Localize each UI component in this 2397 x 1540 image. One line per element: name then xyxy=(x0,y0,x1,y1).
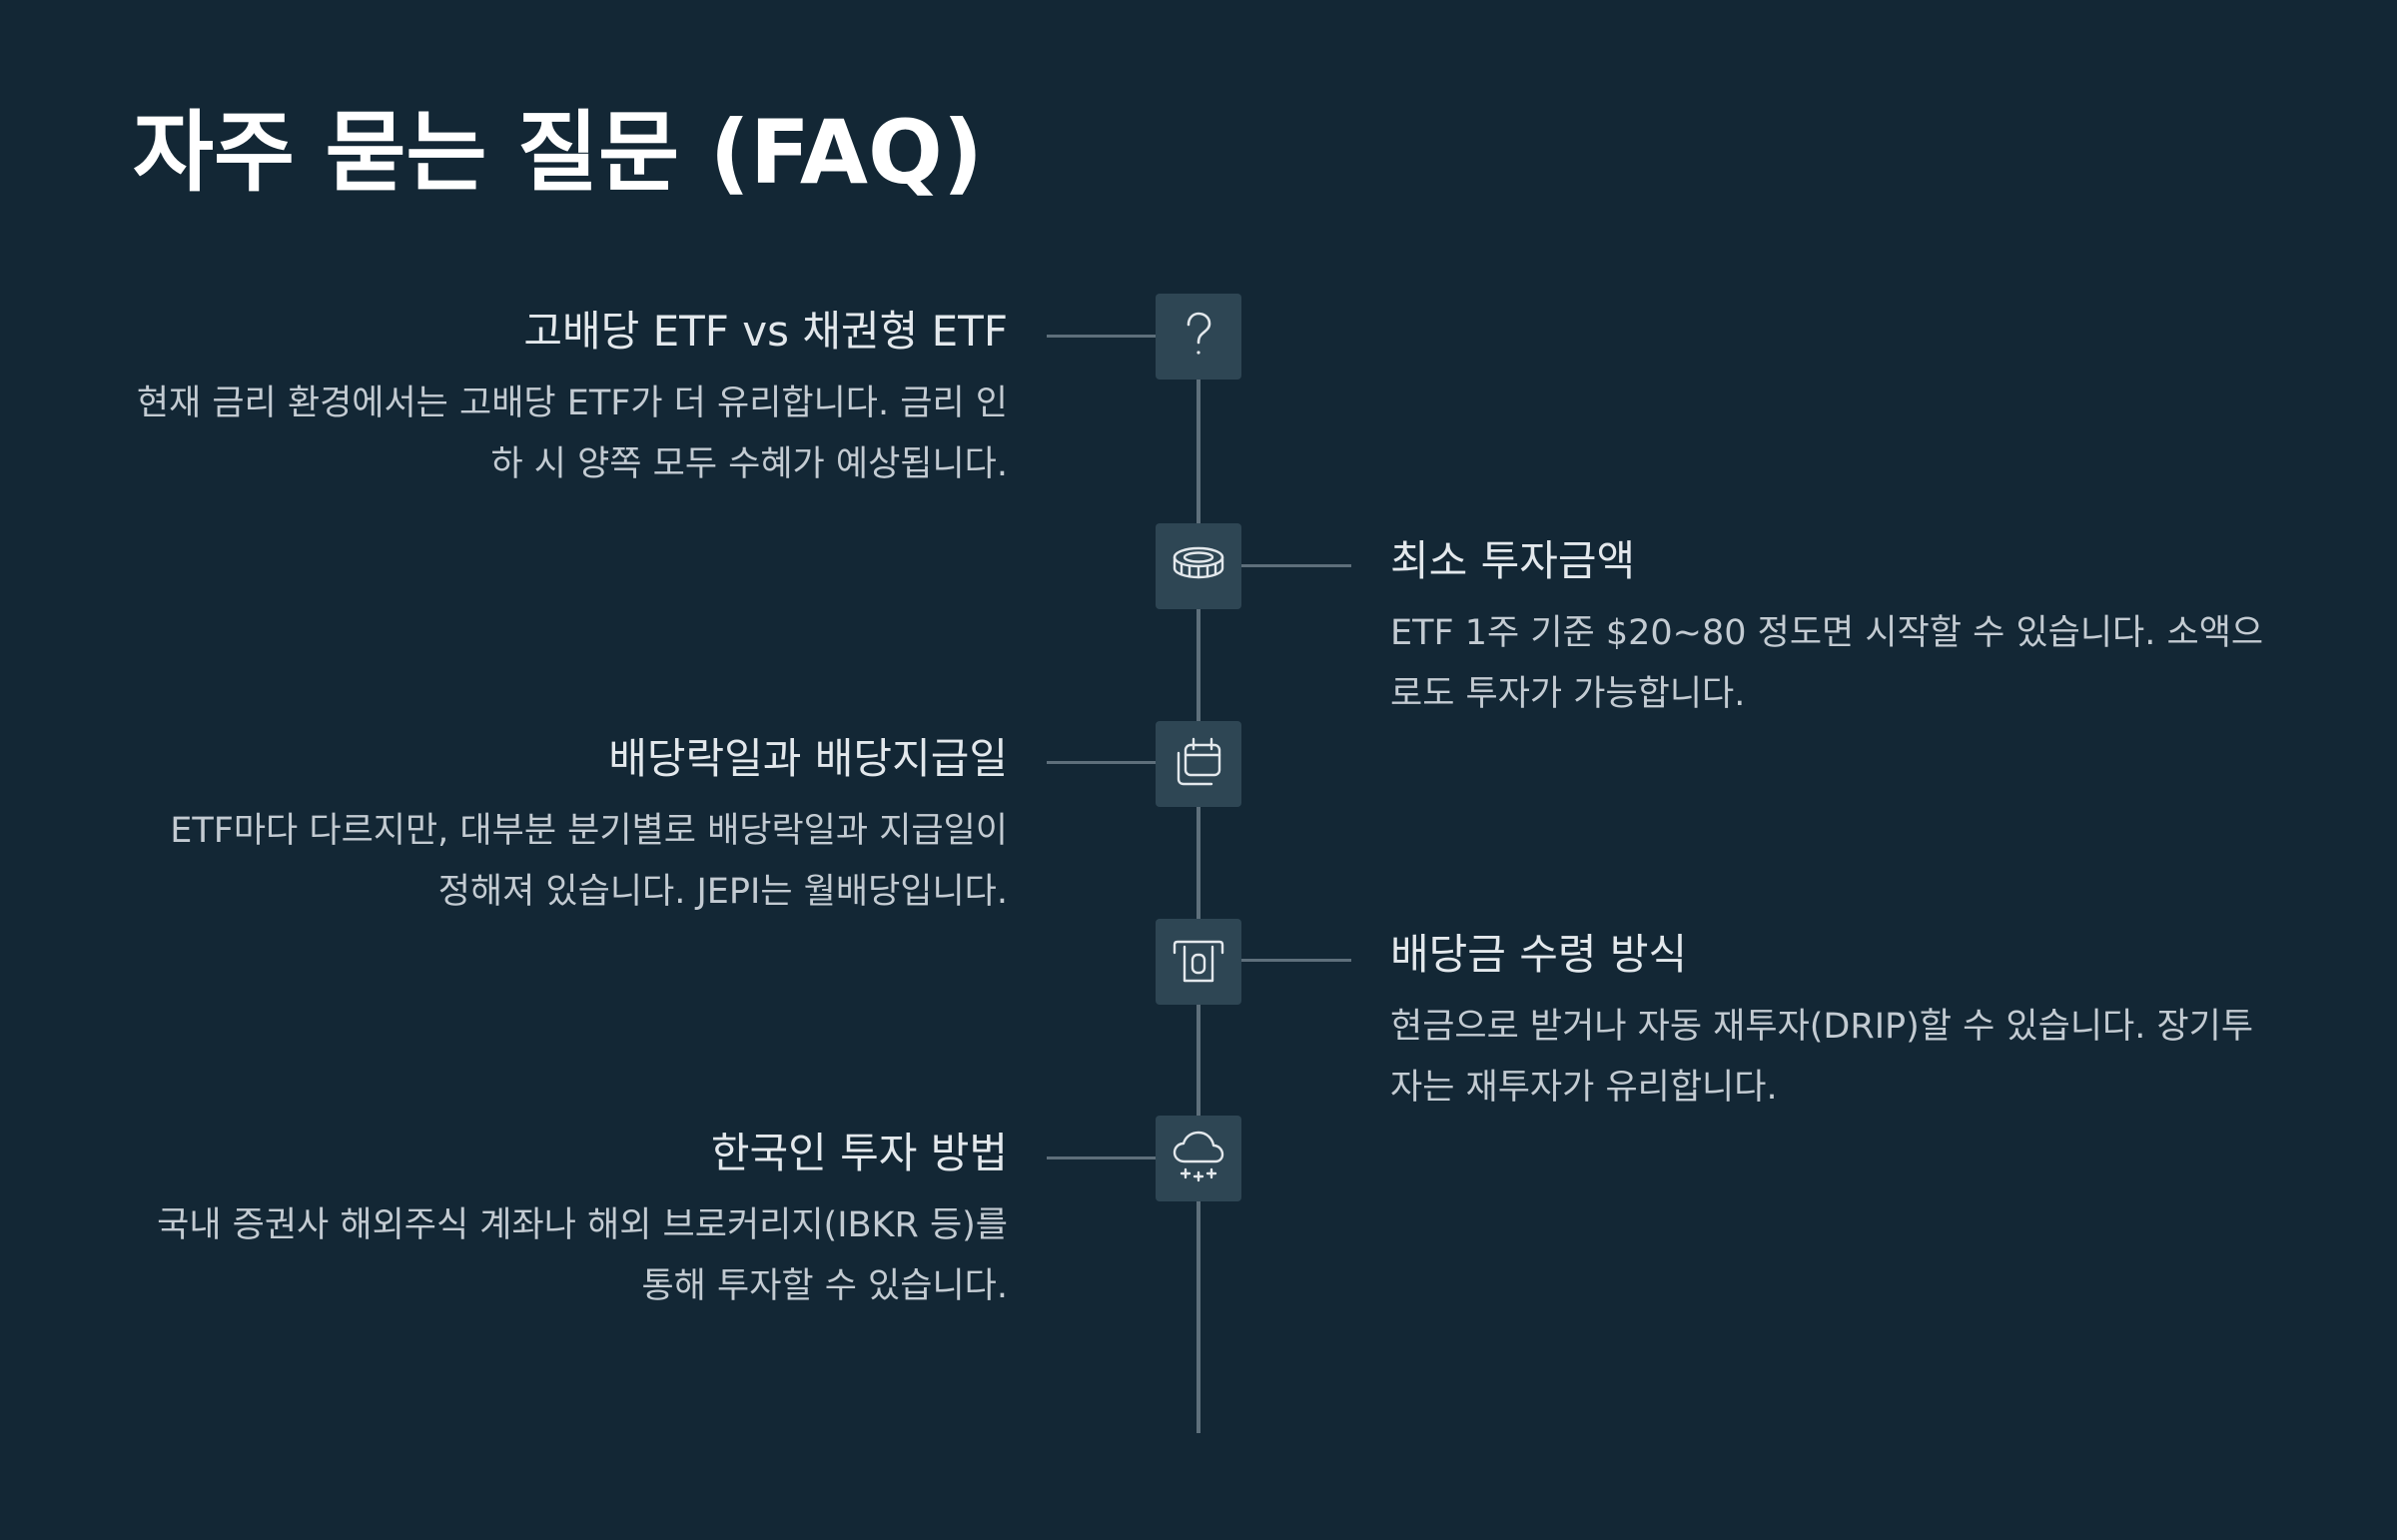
cash-withdraw-icon xyxy=(1170,931,1227,993)
connector-line xyxy=(1047,761,1157,764)
faq-item: 고배당 ETF vs 채권형 ETF 현재 금리 환경에서는 고배당 ETF가 … xyxy=(129,304,1008,495)
faq-answer: ETF마다 다르지만, 대부분 분기별로 배당락일과 지급일이 정해져 있습니다… xyxy=(170,811,1008,912)
faq-icon-box xyxy=(1156,721,1241,807)
faq-question: 고배당 ETF vs 채권형 ETF xyxy=(523,307,1008,356)
faq-icon-box xyxy=(1156,294,1241,380)
faq-icon-box xyxy=(1156,919,1241,1005)
faq-item: 한국인 투자 방법 국내 증권사 해외주식 계좌나 해외 브로커리지(IBKR … xyxy=(129,1126,1008,1317)
faq-question: 배당금 수령 방식 xyxy=(1390,930,1688,979)
faq-icon-box xyxy=(1156,1116,1241,1201)
calendar-icon xyxy=(1170,733,1227,795)
connector-line xyxy=(1241,564,1351,567)
question-mark-icon xyxy=(1170,306,1227,368)
faq-item: 최소 투자금액 ETF 1주 기준 $20~80 정도면 시작할 수 있습니다.… xyxy=(1390,533,2269,725)
faq-question: 배당락일과 배당지급일 xyxy=(608,734,1008,783)
cloud-snow-icon xyxy=(1170,1128,1227,1189)
connector-line xyxy=(1241,959,1351,962)
faq-question: 최소 투자금액 xyxy=(1390,536,1636,585)
faq-question: 한국인 투자 방법 xyxy=(710,1129,1008,1177)
timeline-line xyxy=(1197,335,1200,1433)
connector-line xyxy=(1047,1156,1157,1159)
faq-answer: 현금으로 받거나 자동 재투자(DRIP)할 수 있습니다. 장기투자는 재투자… xyxy=(1390,1007,2254,1108)
coin-stack-icon xyxy=(1170,535,1227,597)
connector-line xyxy=(1047,335,1157,338)
faq-item: 배당락일과 배당지급일 ETF마다 다르지만, 대부분 분기별로 배당락일과 지… xyxy=(129,731,1008,923)
faq-item: 배당금 수령 방식 현금으로 받거나 자동 재투자(DRIP)할 수 있습니다.… xyxy=(1390,927,2269,1119)
faq-answer: 현재 금리 환경에서는 고배당 ETF가 더 유리합니다. 금리 인하 시 양쪽… xyxy=(136,384,1008,484)
faq-answer: ETF 1주 기준 $20~80 정도면 시작할 수 있습니다. 소액으로도 투… xyxy=(1390,613,2264,714)
faq-icon-box xyxy=(1156,523,1241,609)
page-title: 자주 묻는 질문 (FAQ) xyxy=(133,101,984,204)
faq-answer: 국내 증권사 해외주식 계좌나 해외 브로커리지(IBKR 등)를 통해 투자할… xyxy=(157,1205,1008,1306)
